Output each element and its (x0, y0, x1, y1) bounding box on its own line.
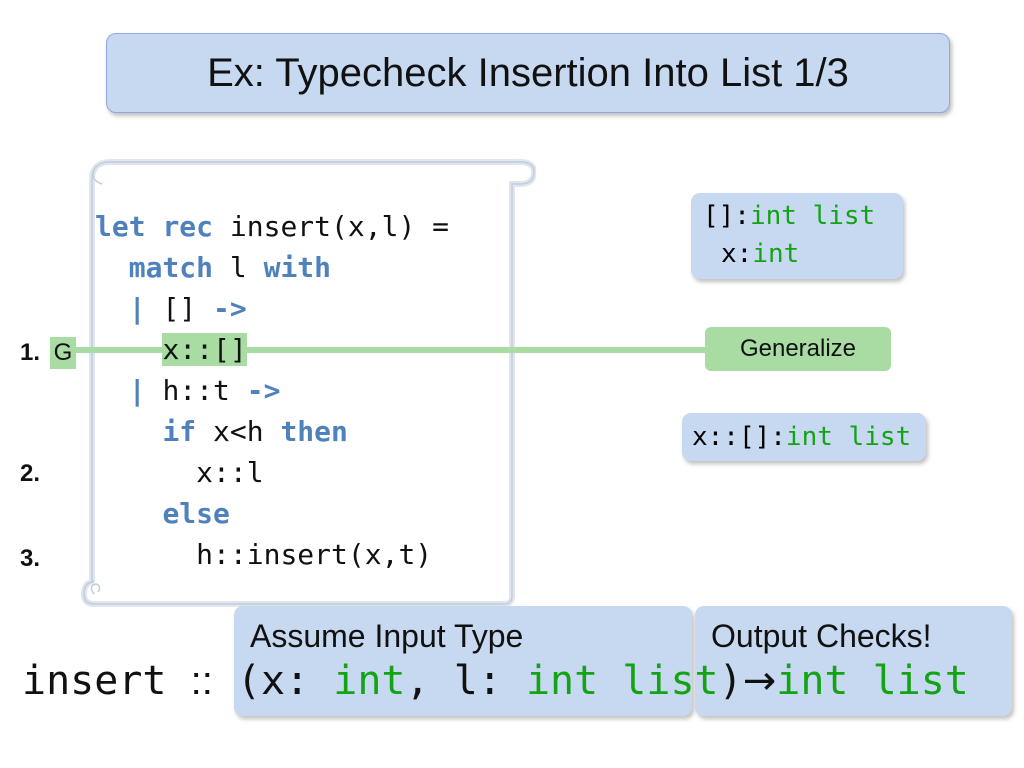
result-expr: x::[]: (692, 422, 786, 452)
kw-then: then (280, 415, 348, 448)
else-expr: h::insert(x,t) (196, 538, 433, 571)
code-line-1-rest: insert(x,l) = (229, 210, 450, 243)
signature-sep: :: (190, 659, 213, 703)
function-name: insert (22, 658, 167, 704)
signature-line: insert :: (x: int, l: int list)→int list (22, 658, 969, 704)
kw-if: if (162, 415, 197, 448)
env-line-empty-list: []:int list (703, 201, 876, 231)
param-x-type: int (333, 658, 406, 704)
generalize-connector-line (70, 347, 710, 353)
arrow-1: -> (213, 292, 247, 325)
output-type: int list (776, 658, 969, 704)
slide-title: Ex: Typecheck Insertion Into List 1/3 (106, 33, 950, 113)
output-checks-bubble (695, 606, 1012, 716)
assume-input-label: Assume Input Type (250, 618, 524, 654)
kw-match: match (128, 251, 214, 284)
param-comma: , (405, 658, 430, 704)
match-bar-2: | (128, 374, 146, 407)
env-line-x: x:int (721, 239, 800, 269)
arrow-icon: → (742, 658, 777, 704)
param-l-name: l: (453, 658, 502, 704)
step-3-number: 3. (20, 545, 41, 572)
output-checks-label: Output Checks! (711, 618, 932, 654)
highlighted-expr-cons-empty: x::[] (162, 333, 247, 366)
arrow-2: -> (246, 374, 281, 407)
generalize-label: Generalize (705, 327, 891, 371)
kw-let: let (95, 210, 146, 243)
kw-with: with (263, 251, 332, 284)
scroll-paper-icon (80, 159, 536, 607)
if-condition: x<h (213, 415, 264, 448)
match-bar-1: | (128, 292, 146, 325)
result-type: int list (785, 422, 912, 452)
kw-else: else (162, 497, 230, 530)
param-open: (x: (236, 658, 310, 704)
kw-rec: rec (162, 210, 214, 243)
pattern-cons: h::t (162, 374, 230, 407)
param-close: ) (718, 658, 743, 704)
type-env-bubble: []:int list x:int (691, 193, 903, 279)
pattern-empty: [] (162, 292, 197, 325)
step-1-letter: G (50, 337, 76, 369)
param-l-type: int list (525, 658, 719, 704)
code-block: let rec insert(x,l) = match l with | [] … (95, 206, 449, 575)
then-expr: x::l (196, 456, 264, 489)
code-line-2-var: l (229, 251, 247, 284)
step-1-number: 1. (20, 339, 41, 366)
result-type-bubble: x::[]:int list (682, 413, 926, 461)
assume-input-bubble (234, 606, 692, 716)
step-2-number: 2. (20, 460, 41, 487)
